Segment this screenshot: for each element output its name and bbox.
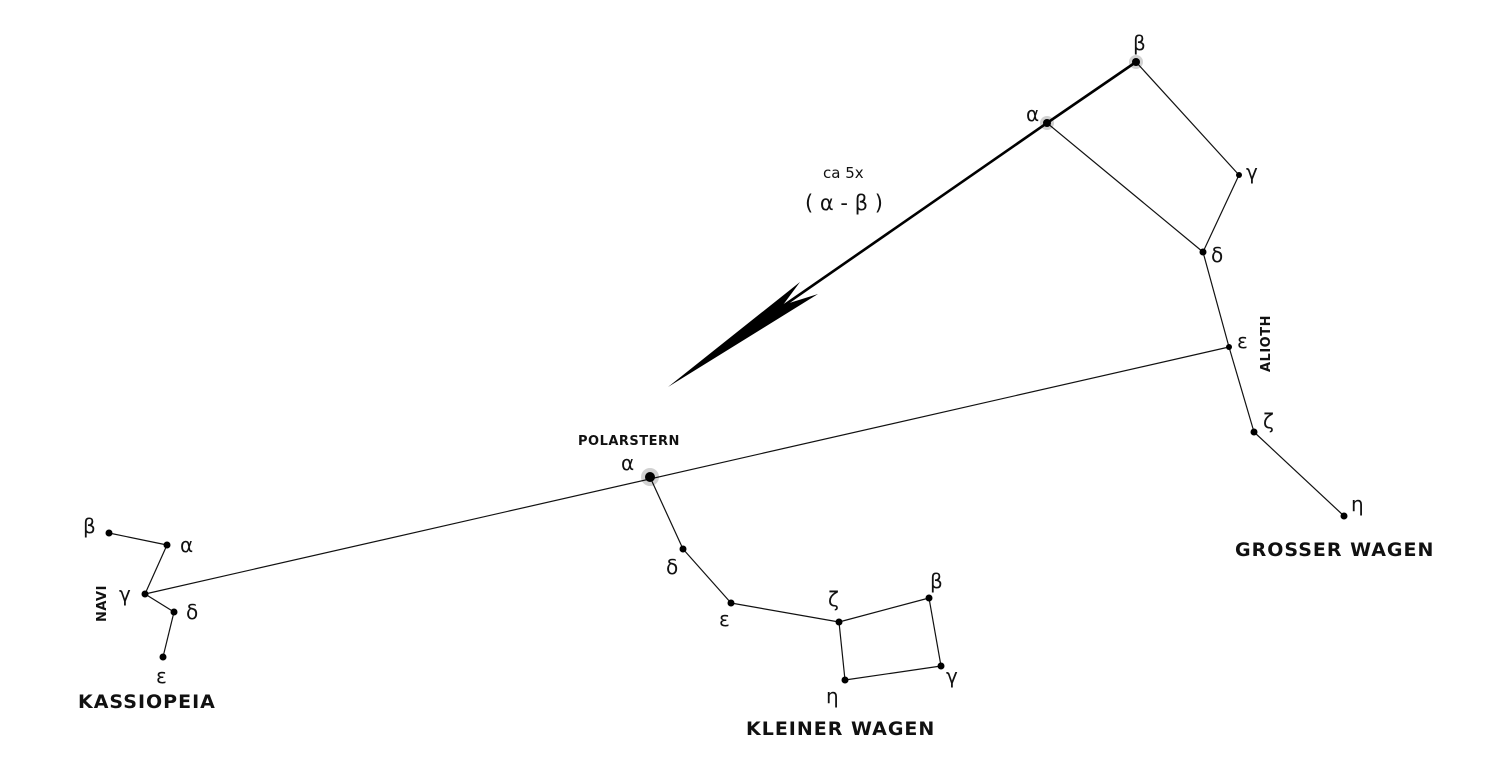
grosser-wagen-lines [1046, 61, 1345, 517]
star-polarstern [645, 472, 655, 482]
label-epsilon-umi: ε [719, 607, 730, 631]
kleiner-wagen-lines [649, 476, 942, 681]
label-epsilon-cas: ε [156, 664, 167, 688]
star-gamma-uma [1236, 172, 1242, 178]
star-beta-cas [105, 529, 113, 537]
constellation-title-kassiopeia: KASSIOPEIA [78, 691, 216, 713]
star-alpha-uma [1043, 119, 1051, 127]
label-alioth: ALIOTH [1259, 315, 1274, 372]
label-delta-cas: δ [186, 600, 198, 624]
label-gamma-cas: γ [119, 582, 131, 606]
label-polarstern: POLARSTERN [578, 434, 680, 449]
star-delta-uma [1199, 248, 1207, 256]
kassiopeia-stars [105, 529, 178, 661]
star-gamma-umi [937, 662, 945, 670]
star-epsilon-uma [1226, 344, 1232, 350]
star-beta-umi [925, 594, 933, 602]
star-eta-uma [1340, 512, 1348, 520]
label-eta-uma: η [1351, 492, 1364, 516]
label-alpha-uma: α [1026, 102, 1039, 126]
grosser-wagen-stars [1040, 55, 1348, 520]
guide-line-alioth-navi [144, 346, 1230, 595]
star-gamma-cas [141, 590, 149, 598]
label-eta-umi: η [826, 684, 839, 708]
constellation-title-grosser-wagen: GROSSER WAGEN [1235, 539, 1434, 561]
star-zeta-umi [835, 618, 843, 626]
pointer-line-beta-alpha [1046, 60, 1137, 125]
label-zeta-uma: ζ [1263, 409, 1274, 433]
star-delta-umi [679, 545, 687, 553]
label-delta-umi: δ [666, 555, 678, 579]
star-zeta-uma [1250, 428, 1258, 436]
star-delta-cas [170, 608, 178, 616]
pointer-arrow-shaft [759, 121, 1048, 324]
star-epsilon-cas [159, 653, 167, 661]
label-beta-uma: β [1133, 31, 1146, 55]
label-gamma-umi: γ [946, 664, 958, 688]
kassiopeia-lines [108, 532, 175, 658]
star-eta-umi [841, 676, 849, 684]
star-alpha-cas [163, 541, 171, 549]
annotation-factor: ca 5x [823, 164, 864, 182]
pointer-arrow-head [668, 282, 818, 387]
star-beta-uma [1132, 58, 1140, 66]
label-beta-cas: β [83, 514, 96, 538]
label-zeta-umi: ζ [828, 587, 839, 611]
label-navi: NAVI [95, 585, 110, 622]
kleiner-wagen-stars [641, 468, 945, 684]
star-epsilon-umi [727, 599, 735, 607]
label-epsilon-uma: ε [1237, 329, 1248, 353]
label-beta-umi: β [930, 569, 943, 593]
constellation-title-kleiner-wagen: KLEINER WAGEN [746, 718, 935, 740]
annotation-alpha-beta: ( α - β ) [805, 191, 883, 215]
label-alpha-cas: α [180, 533, 193, 557]
label-gamma-uma: γ [1246, 160, 1258, 184]
label-alpha-umi: α [621, 451, 634, 475]
label-delta-uma: δ [1211, 243, 1223, 267]
